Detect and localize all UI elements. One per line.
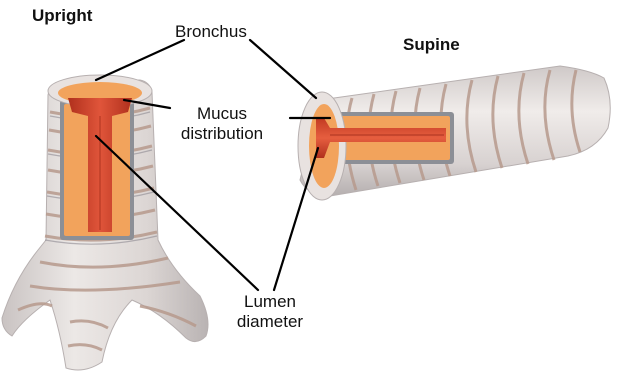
- lumen-label-line2: diameter: [230, 312, 310, 332]
- lumen-leader-supine: [274, 148, 318, 290]
- bronchus-leader-supine: [250, 40, 316, 98]
- upright-label: Upright: [32, 6, 92, 26]
- lumen-label-line1: Lumen: [230, 292, 310, 312]
- lumen-diameter-label: Lumen diameter: [230, 292, 310, 332]
- bronchus-leader-upright: [96, 40, 184, 80]
- bronchus-label: Bronchus: [175, 22, 247, 42]
- supine-label: Supine: [403, 35, 460, 55]
- mucus-label-line1: Mucus: [168, 104, 276, 124]
- supine-bronchus: [298, 66, 610, 200]
- mucus-distribution-label: Mucus distribution: [168, 104, 276, 144]
- mucus-label-line2: distribution: [168, 124, 276, 144]
